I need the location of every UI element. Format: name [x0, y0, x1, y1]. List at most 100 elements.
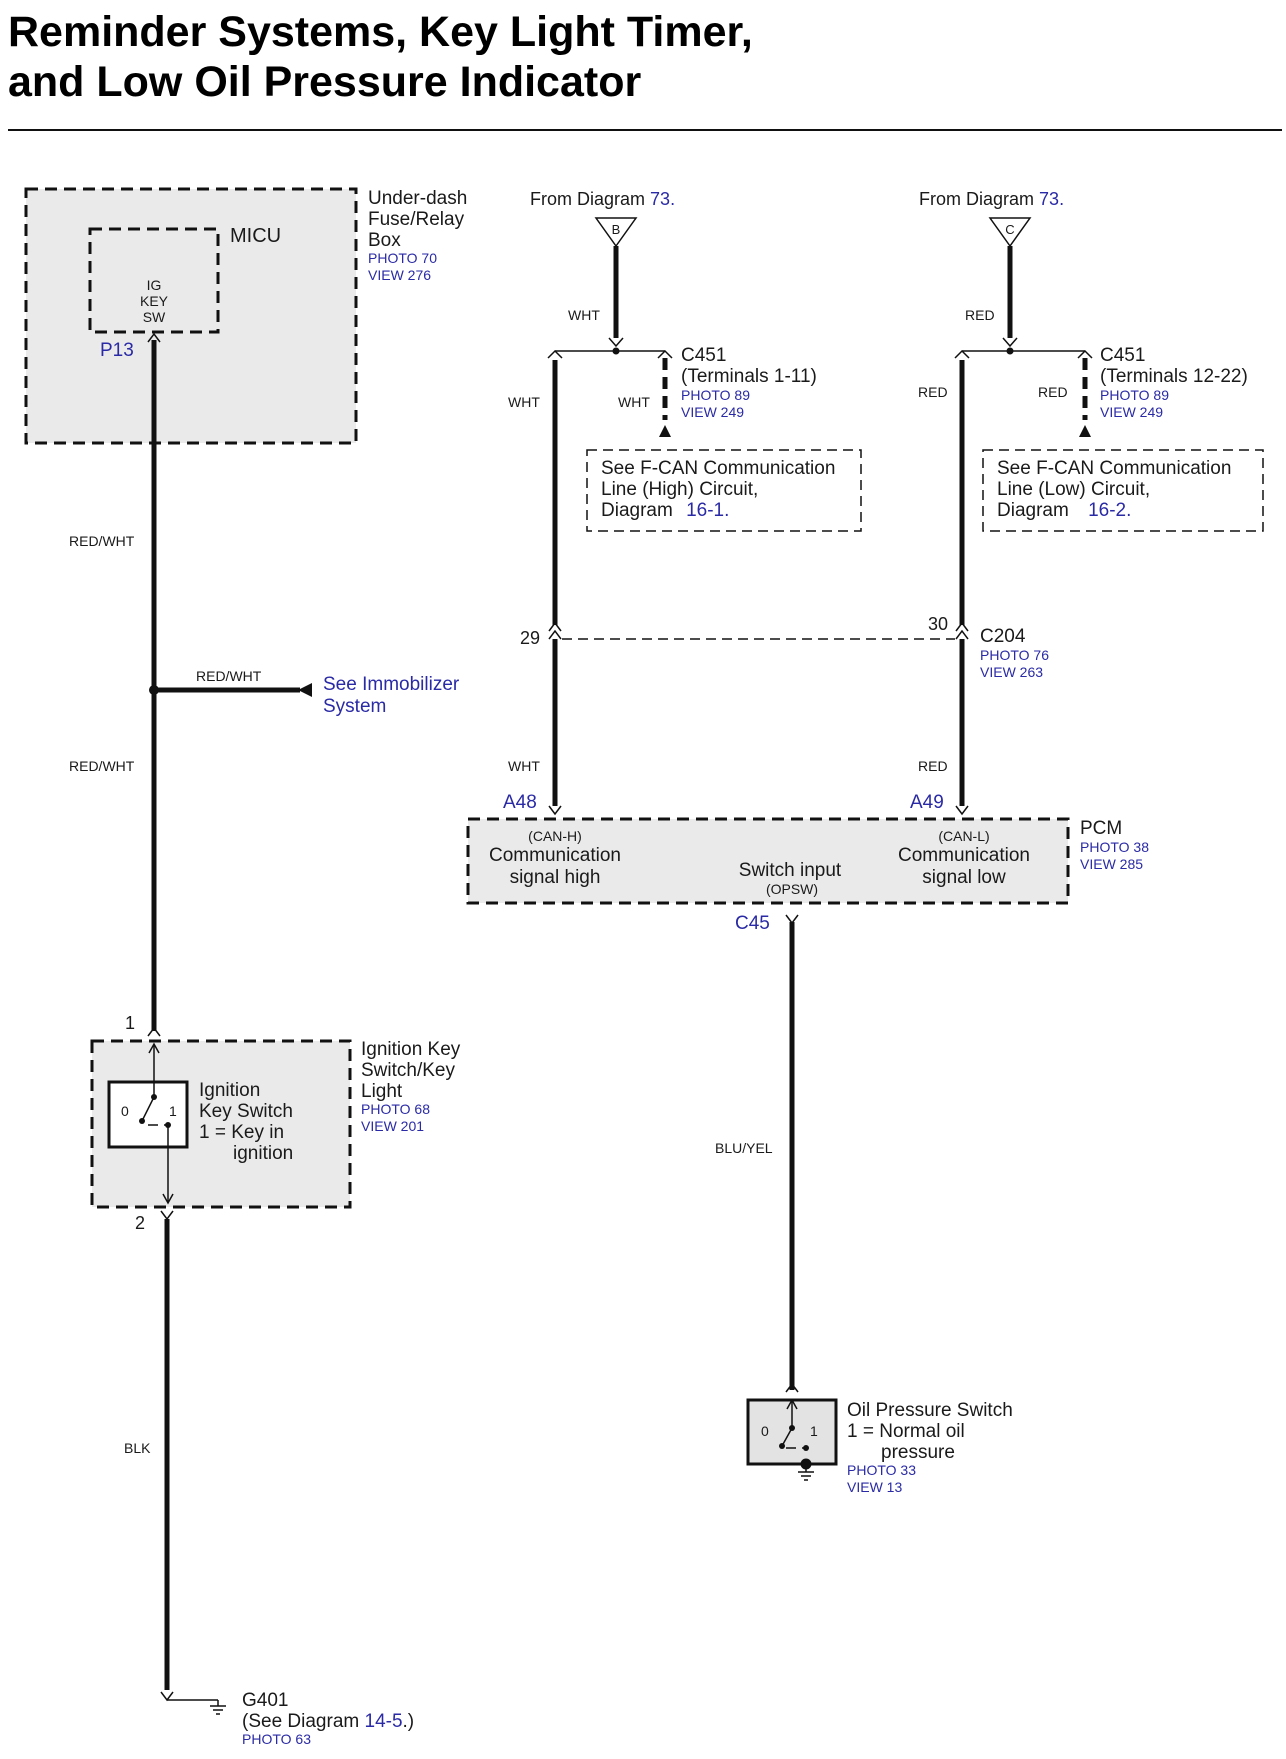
from-c-suffix: .: [1059, 189, 1064, 209]
fuse-box-view-link[interactable]: VIEW 276: [368, 267, 431, 283]
oil-switch-contact-0: [779, 1443, 785, 1449]
fcan-low-note-box: [982, 449, 1264, 532]
oil-switch-view-link[interactable]: VIEW 13: [847, 1479, 902, 1495]
micu-box: [88, 227, 220, 334]
pcm-a49-mark: [955, 805, 969, 816]
ignition-desc-line4: ignition: [233, 1143, 293, 1164]
pin-p13: P13: [100, 340, 134, 361]
c451-left-view-link[interactable]: VIEW 249: [681, 404, 744, 420]
marker-c-icon[interactable]: [988, 217, 1032, 248]
fcan-high-line2: Line (High) Circuit,: [601, 479, 758, 500]
oil-switch-desc-line2: pressure: [881, 1442, 955, 1463]
fuse-relay-box[interactable]: MICU IG KEY SW P13: [24, 187, 358, 445]
pcm-pin-a49: A49: [910, 792, 944, 813]
fcan-high-ref-link[interactable]: 16-1: [686, 500, 724, 521]
c451-right-view-link[interactable]: VIEW 249: [1100, 404, 1163, 420]
ground-photo-link[interactable]: PHOTO 63: [242, 1731, 311, 1747]
ignition-pin-2: 2: [135, 1213, 145, 1233]
from-b-suffix: .: [670, 189, 675, 209]
ignition-pos-0: 0: [121, 1103, 129, 1119]
pcm-pin-c45: C45: [735, 913, 770, 934]
c204-left-mark-bottom: [548, 629, 562, 640]
wire-label-wht-lower: WHT: [508, 758, 540, 774]
ig-key-sw-line2: KEY: [140, 293, 169, 309]
pcm-pin-a48: A48: [503, 792, 537, 813]
immobilizer-link-line1[interactable]: See Immobilizer: [323, 674, 460, 695]
ignition-pin-1: 1: [125, 1013, 135, 1033]
oil-switch-ground-dot: [800, 1458, 812, 1470]
pcm-canh-line2: signal high: [510, 867, 601, 888]
marker-b-label: B: [612, 222, 621, 237]
c451-left-photo-link[interactable]: PHOTO 89: [681, 387, 750, 403]
ignition-switch-blade: [141, 1096, 155, 1122]
pcm-name: PCM: [1080, 818, 1122, 839]
oil-pressure-switch[interactable]: 0 1: [746, 1398, 838, 1470]
ground-see-suffix: .): [403, 1711, 415, 1732]
wire-label-red-main: RED: [918, 384, 948, 400]
ig-key-sw-line3: SW: [143, 309, 166, 325]
from-b-ref-link[interactable]: 73: [650, 189, 670, 209]
connector-p13-mark: [147, 332, 161, 343]
ground-see-ref-link[interactable]: 14-5: [365, 1711, 403, 1732]
pcm-view-link[interactable]: VIEW 285: [1080, 856, 1143, 872]
wire-label-red-wht-upper: RED/WHT: [69, 533, 135, 549]
ignition-internal-arrow-down-icon: [162, 1193, 174, 1205]
pcm-photo-link[interactable]: PHOTO 38: [1080, 839, 1149, 855]
c451-right-terminals: (Terminals 12-22): [1100, 366, 1248, 387]
ignition-name-line2: Switch/Key: [361, 1060, 455, 1081]
ignition-name-line3: Light: [361, 1081, 403, 1102]
c204-pin-29: 29: [520, 628, 540, 648]
oil-switch-connector-mark: [785, 1382, 799, 1393]
pcm-canh-line1: Communication: [489, 845, 621, 866]
c451-left-name: C451: [681, 345, 726, 366]
oil-switch-photo-link[interactable]: PHOTO 33: [847, 1462, 916, 1478]
pcm-canl-tag: (CAN-L): [938, 828, 989, 844]
fcan-high-note-box: [586, 449, 862, 532]
oil-switch-ground-icon: [798, 1468, 814, 1481]
ignition-photo-link[interactable]: PHOTO 68: [361, 1101, 430, 1117]
ignition-key-switch[interactable]: 0 1 Ignition Key Switch 1 = Key in ignit…: [90, 1039, 352, 1209]
ignition-name-line1: Ignition Key: [361, 1039, 461, 1060]
c451-right-pin-b-mark: [1077, 349, 1093, 359]
immobilizer-link-line2[interactable]: System: [323, 696, 386, 717]
oil-switch-contact-1: [803, 1445, 809, 1451]
c451-right-top-mark: [1002, 337, 1018, 348]
ignition-desc-line3: 1 = Key in: [199, 1122, 284, 1143]
ground-see-prefix: (See Diagram: [242, 1711, 359, 1732]
from-c-ref-link[interactable]: 73: [1039, 189, 1059, 209]
fuse-relay-box-border: [24, 187, 358, 445]
pcm-opsw-tag: (OPSW): [766, 881, 818, 897]
ignition-connector-bottom-mark: [160, 1210, 174, 1221]
pcm-fill: [468, 819, 1068, 903]
wire-label-immobilizer-branch: RED/WHT: [196, 668, 262, 684]
c451-left-terminals: (Terminals 1-11): [681, 366, 817, 387]
fcan-high-prefix: Diagram: [601, 500, 673, 521]
ignition-connector-top-mark: [147, 1026, 161, 1037]
fcan-low-prefix: Diagram: [997, 500, 1069, 521]
c204-view-link[interactable]: VIEW 263: [980, 664, 1043, 680]
fcan-low-ref-link[interactable]: 16-2: [1088, 500, 1126, 521]
fuse-box-photo-link[interactable]: PHOTO 70: [368, 250, 437, 266]
c451-left-top-mark: [608, 337, 624, 348]
pcm-canh-tag: (CAN-H): [528, 828, 582, 844]
marker-c-label: C: [1005, 222, 1014, 237]
wire-label-red-lower: RED: [918, 758, 948, 774]
immobilizer-arrow-icon: [298, 683, 312, 697]
ig-key-sw-line1: IG: [147, 277, 162, 293]
ignition-desc-line2: Key Switch: [199, 1101, 293, 1122]
ignition-switch-symbol-box: [107, 1080, 189, 1149]
c451-right-pin-a-mark: [954, 349, 970, 359]
c451-left-pin-b-mark: [657, 349, 673, 359]
c451-right-photo-link[interactable]: PHOTO 89: [1100, 387, 1169, 403]
c204-name: C204: [980, 626, 1026, 647]
fuse-box-name-line2: Fuse/Relay: [368, 209, 465, 230]
fcan-high-arrow-icon: [659, 425, 671, 437]
wire-label-wht-branch: WHT: [618, 394, 650, 410]
marker-b-icon[interactable]: [594, 217, 638, 248]
c204-photo-link[interactable]: PHOTO 76: [980, 647, 1049, 663]
c204-right-mark-bottom: [955, 629, 969, 640]
ignition-pos-1: 1: [169, 1103, 177, 1119]
pcm-module[interactable]: (CAN-H) Communication signal high Switch…: [466, 817, 1070, 905]
ignition-view-link[interactable]: VIEW 201: [361, 1118, 424, 1134]
